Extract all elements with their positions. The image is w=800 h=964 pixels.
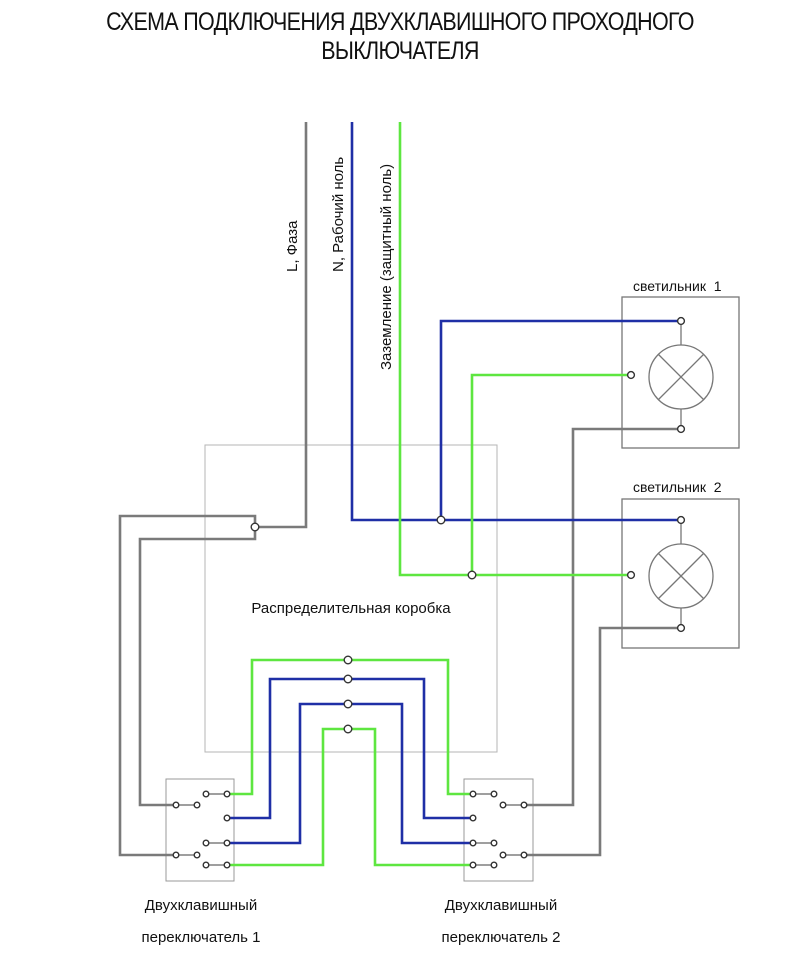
lamp-1	[621, 296, 740, 449]
neutral-label: N, Рабочий ноль	[330, 157, 347, 272]
lamp-2-terminal-bottom	[676, 623, 686, 633]
node-neutral-junction	[436, 515, 446, 525]
node-box-2	[343, 674, 353, 684]
switch-1	[165, 778, 235, 882]
lamp-1-terminal-top	[676, 316, 686, 326]
node-box-1	[343, 655, 353, 665]
node-ground-junction	[467, 570, 477, 580]
phase-label: L, Фаза	[284, 220, 301, 272]
ground-label: Заземление (защитный ноль)	[378, 164, 395, 370]
lamp-1-label: светильник 1	[633, 278, 722, 294]
node-box-4	[343, 724, 353, 734]
node-box-3	[343, 699, 353, 709]
lamp-1-terminal-bottom	[676, 424, 686, 434]
lamp-1-terminal-ground	[626, 370, 636, 380]
lamp-2	[621, 498, 740, 649]
phase-wires	[118, 122, 681, 857]
switch-1-label-line2: переключатель 1	[141, 929, 260, 946]
lamp-2-terminal-top	[676, 515, 686, 525]
switch-2-terminal	[469, 790, 477, 798]
lamp-2-label: светильник 2	[633, 479, 722, 495]
junction-box-label: Распределительная коробка	[251, 600, 451, 617]
lamp-2-terminal-ground	[626, 570, 636, 580]
switch-1-terminal	[172, 801, 180, 809]
diagram-title: СХЕМА ПОДКЛЮЧЕНИЯ ДВУХКЛАВИШНОГО ПРОХОДН…	[106, 8, 694, 65]
terminals	[172, 316, 686, 869]
switch-2	[463, 778, 534, 882]
switch-2-label-line2: переключатель 2	[441, 929, 560, 946]
switch-2-label-line1: Двухклавишный	[445, 897, 557, 914]
switch-1-label-line1: Двухклавишный	[145, 897, 257, 914]
node-phase-junction	[250, 522, 260, 532]
